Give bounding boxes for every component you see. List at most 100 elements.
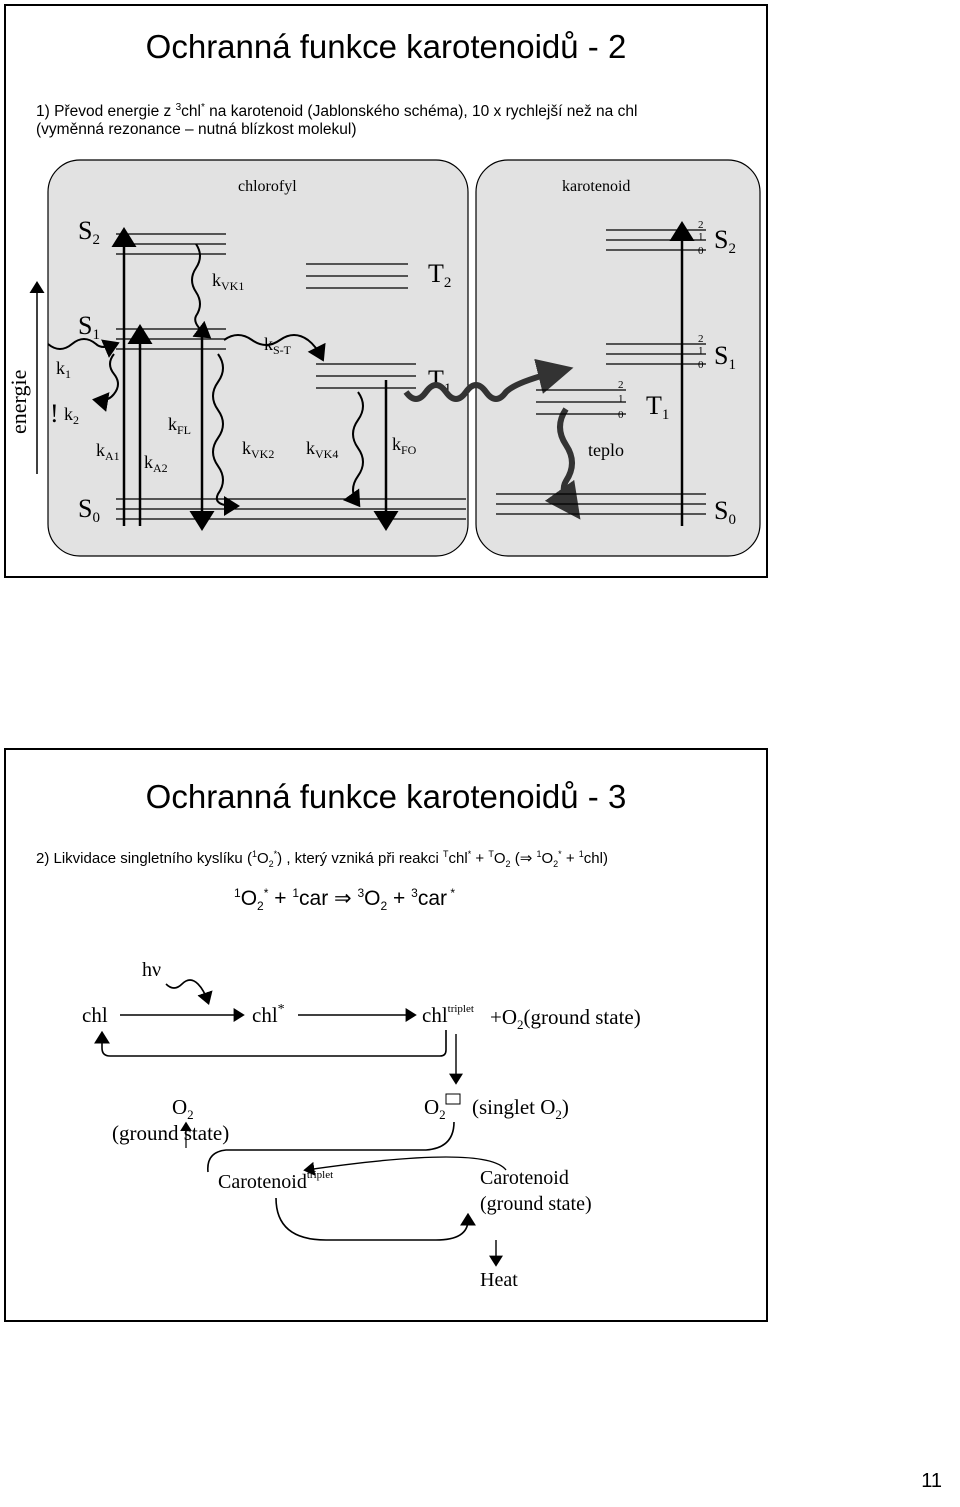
car-vib-T1: 2 1 0: [618, 379, 624, 421]
label-kVK2: kVK2: [242, 438, 274, 461]
wavy-arrow-kVK1: [191, 243, 212, 339]
node-o2-left: O2: [172, 1095, 194, 1122]
svg-text:1: 1: [618, 393, 624, 405]
eq-part: car: [417, 887, 447, 910]
label-hv: hν: [142, 959, 161, 981]
text-part: O: [256, 850, 269, 867]
text-part: (⇒: [510, 850, 537, 867]
text-sup: 1: [536, 849, 542, 859]
node-heat: Heat: [480, 1269, 518, 1291]
car-level-T1: [536, 389, 626, 415]
text-sup: 1: [251, 849, 257, 859]
eq-part: car: [299, 887, 329, 910]
text-sup: *: [273, 849, 278, 859]
node-o2-singlet: O2: [424, 1095, 446, 1122]
node-o2-ground: +O2(ground state): [490, 1005, 641, 1032]
car-label-S1: S1: [714, 341, 736, 373]
eq-sup: 1: [234, 886, 241, 900]
wavy-arrow-kVK4: [342, 391, 364, 508]
node-chl-star: chl*: [252, 1002, 285, 1027]
arrow-singlet-to-o2: [207, 1121, 455, 1173]
text-part: O: [541, 850, 554, 867]
eq-sup: *: [263, 886, 269, 900]
eq-part: +: [387, 887, 412, 910]
eq-sup: *: [447, 886, 456, 900]
text-part: 2) Likvidace singletního kyslíku (: [36, 850, 252, 867]
text-sup: 3: [175, 102, 182, 113]
text-part: O: [493, 850, 506, 867]
small-box-mark: [445, 1093, 461, 1105]
label-S1: S1: [78, 311, 100, 343]
slide-text-line-2: (vyměnná rezonance – nutná blízkost mole…: [36, 121, 357, 138]
slide-text-line-1: 1) Převod energie z 3chl* na karotenoid …: [36, 98, 637, 122]
text-sup: *: [558, 849, 562, 859]
wavy-arrow-k1: [47, 338, 120, 358]
arrow-carotenoid-cycle: [275, 1197, 476, 1241]
car-level-S1: [606, 343, 706, 365]
text-sup: T: [488, 849, 494, 859]
text-part: chl: [448, 850, 468, 867]
arrow-return-to-chl: [94, 1030, 447, 1057]
eq-part: O: [364, 887, 381, 910]
wavy-arrow-kST: [223, 334, 326, 362]
slide-title: Ochranná funkce karotenoidů - 3: [145, 778, 627, 815]
eq-sup: 1: [292, 886, 300, 900]
text-sup: *: [467, 849, 472, 859]
label-kVK1: kVK1: [212, 270, 244, 293]
heat-arrow: [544, 407, 581, 520]
text-part: +: [471, 850, 489, 867]
text-sup: *: [200, 102, 205, 113]
text-part: na karotenoid (Jablonského schéma), 10 x…: [204, 103, 638, 121]
node-singlet-label: (singlet O2): [472, 1095, 569, 1122]
svg-text:0: 0: [698, 359, 704, 371]
panel-carotenoid: [475, 159, 761, 557]
slide-text-line-1: 2) Likvidace singletního kyslíku (1O2*) …: [36, 844, 608, 874]
jablonski-diagram: chlorofyl karotenoid energie ! S2 S1 S0: [6, 159, 761, 557]
svg-text:2: 2: [698, 333, 704, 345]
slide-singlet-oxygen: Ochranná funkce karotenoidů - 3 2) Likvi…: [4, 748, 768, 1322]
wavy-arrow-kVK2: [212, 353, 240, 516]
level-T2: [306, 263, 408, 289]
svg-text:1: 1: [698, 345, 704, 357]
node-carotenoid-ground: Carotenoid: [480, 1167, 569, 1189]
reaction-equation: 1O2* + 1car ⇒ 3O2 + 3car *: [234, 880, 455, 919]
level-S0: [116, 498, 466, 520]
car-vib-S2: 2 1 0: [698, 219, 704, 257]
label-teplo: teplo: [588, 440, 624, 460]
node-o2-left-ground: (ground state): [112, 1121, 229, 1145]
label-kFL: kFL: [168, 414, 191, 437]
label-kST: kS-T: [264, 334, 292, 357]
text-part: +: [561, 850, 579, 867]
node-chl-triplet: chltriplet: [422, 1003, 474, 1027]
label-kFO: kFO: [392, 434, 417, 457]
wavy-arrow-k2: [92, 353, 119, 412]
svg-text:2: 2: [618, 379, 624, 391]
photoprotection-scheme: hν chl chl* chltriplet +O2(ground state)…: [82, 959, 641, 1291]
text-part: 1) Převod energie z: [36, 103, 176, 121]
label-k1: k1: [56, 358, 71, 381]
label-S2: S2: [78, 216, 100, 248]
svg-text:1: 1: [698, 231, 704, 243]
eq-part: +: [268, 887, 293, 910]
label-S0: S0: [78, 494, 100, 526]
eq-part: O: [240, 887, 258, 910]
car-level-S0: [496, 493, 706, 515]
node-carotenoid-triplet: Carotenoidtriplet: [218, 1169, 333, 1193]
car-label-T1: T1: [646, 391, 669, 423]
panel-label-chlorophyll: chlorofyl: [238, 178, 297, 195]
svg-text:0: 0: [618, 409, 624, 421]
car-label-S2: S2: [714, 225, 736, 257]
text-sub: 2: [268, 859, 274, 869]
text-sub: 2: [553, 859, 559, 869]
svg-text:0: 0: [698, 245, 704, 257]
label-kA2: kA2: [144, 452, 168, 475]
arrow-ground-to-triplet: [303, 1156, 507, 1176]
label-T2: T2: [428, 259, 451, 291]
car-vib-S1: 2 1 0: [698, 333, 704, 371]
label-kA1: kA1: [96, 440, 120, 463]
level-T1: [316, 363, 416, 389]
slide-energy-transfer: Ochranná funkce karotenoidů - 2 1) Převo…: [4, 4, 768, 578]
slide-title: Ochranná funkce karotenoidů - 2: [145, 28, 627, 65]
eq-sup: 3: [411, 886, 418, 900]
exclamation-mark: !: [50, 399, 59, 428]
